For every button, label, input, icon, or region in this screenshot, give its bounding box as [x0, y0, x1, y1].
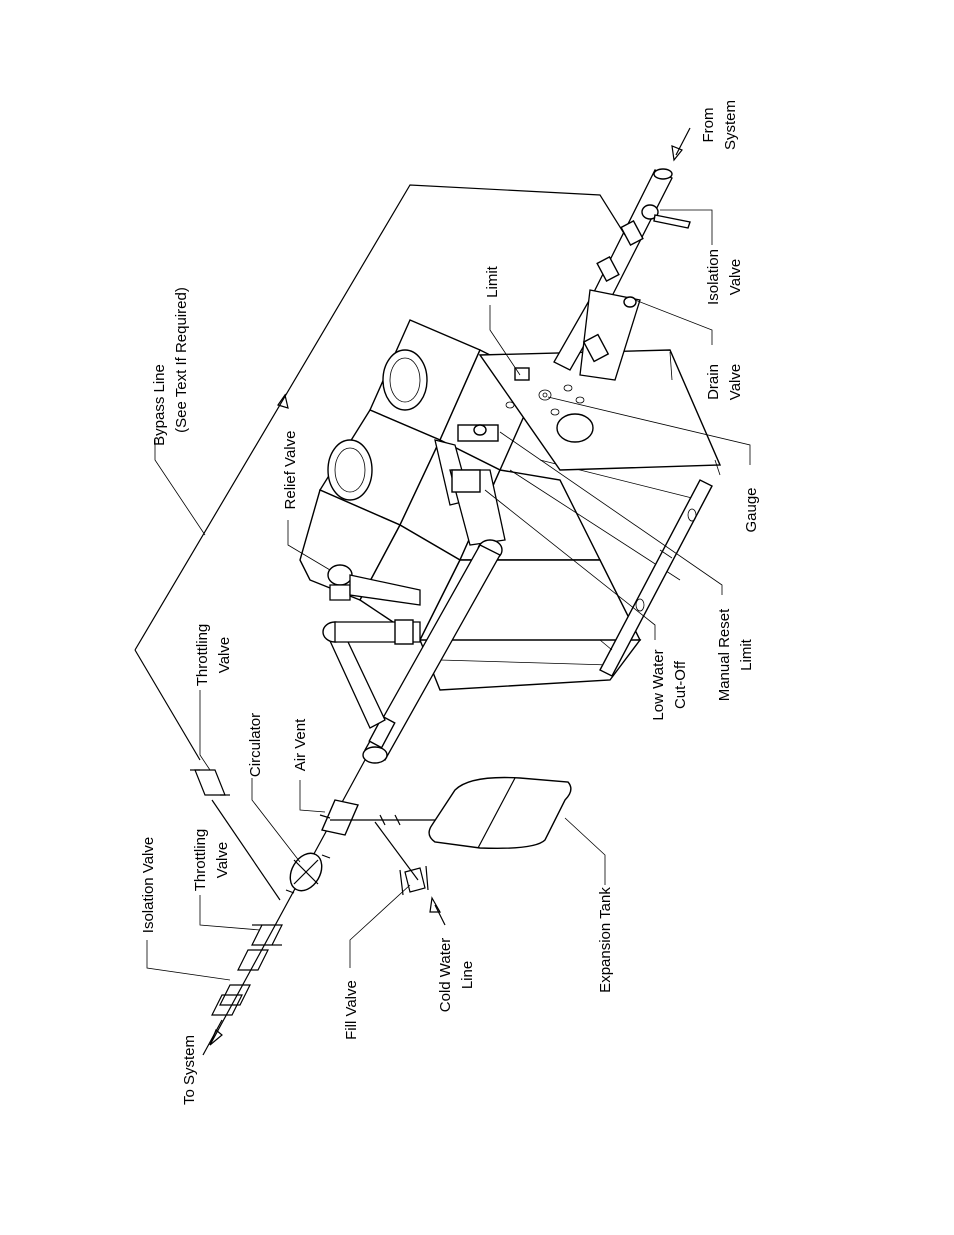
from-system-label: From [700, 108, 717, 143]
isolation-valve-bottom-icon [212, 985, 250, 1015]
isolation-valve-bottom-label: Isolation Valve [140, 837, 157, 933]
cold-water-line-label: Cold Water [437, 938, 454, 1012]
isolation-valve-top-label: Isolation [705, 249, 722, 305]
manual-reset-limit-label: Manual Reset [716, 608, 733, 701]
low-water-cutoff-label-2: Cut-Off [672, 660, 689, 709]
relief-valve-label: Relief Valve [282, 431, 299, 510]
to-system-label: To System [181, 1035, 198, 1105]
drain-valve-icon [624, 297, 636, 307]
bypass-line-label: Bypass Line [151, 364, 168, 446]
throttling-valve-top-label-2: Valve [216, 637, 233, 673]
circulator-label: Circulator [247, 713, 264, 777]
throttling-valve-bottom-label: Throttling [192, 829, 209, 892]
gauge-label: Gauge [743, 487, 760, 532]
expansion-tank-label: Expansion Tank [597, 887, 614, 993]
throttling-valve-top-label: Throttling [194, 624, 211, 687]
expansion-tank-icon [429, 778, 571, 849]
air-vent-label: Air Vent [292, 718, 309, 771]
bypass-arrow-icon [278, 395, 288, 408]
throttling-valve-top-icon [190, 770, 230, 795]
limit-label: Limit [484, 265, 501, 298]
system-piping [190, 760, 571, 1055]
manual-reset-limit-label-2: Limit [738, 638, 755, 671]
return-piping [554, 169, 690, 380]
low-water-cutoff-label: Low Water [650, 649, 667, 720]
limit-icon [515, 368, 529, 380]
throttling-valve-bottom-label-2: Valve [214, 842, 231, 878]
from-system-label-2: System [722, 100, 739, 150]
drain-valve-label-2: Valve [727, 364, 744, 400]
fill-valve-label: Fill Valve [343, 980, 360, 1040]
cold-water-line-label-2: Line [459, 961, 476, 989]
throttling-valve-bottom-icon [252, 925, 282, 945]
drain-valve-label: Drain [705, 364, 722, 400]
isolation-valve-top-label-2: Valve [727, 259, 744, 295]
bypass-line-note: (See Text If Required) [173, 287, 190, 433]
low-water-cutoff-icon [452, 470, 480, 492]
